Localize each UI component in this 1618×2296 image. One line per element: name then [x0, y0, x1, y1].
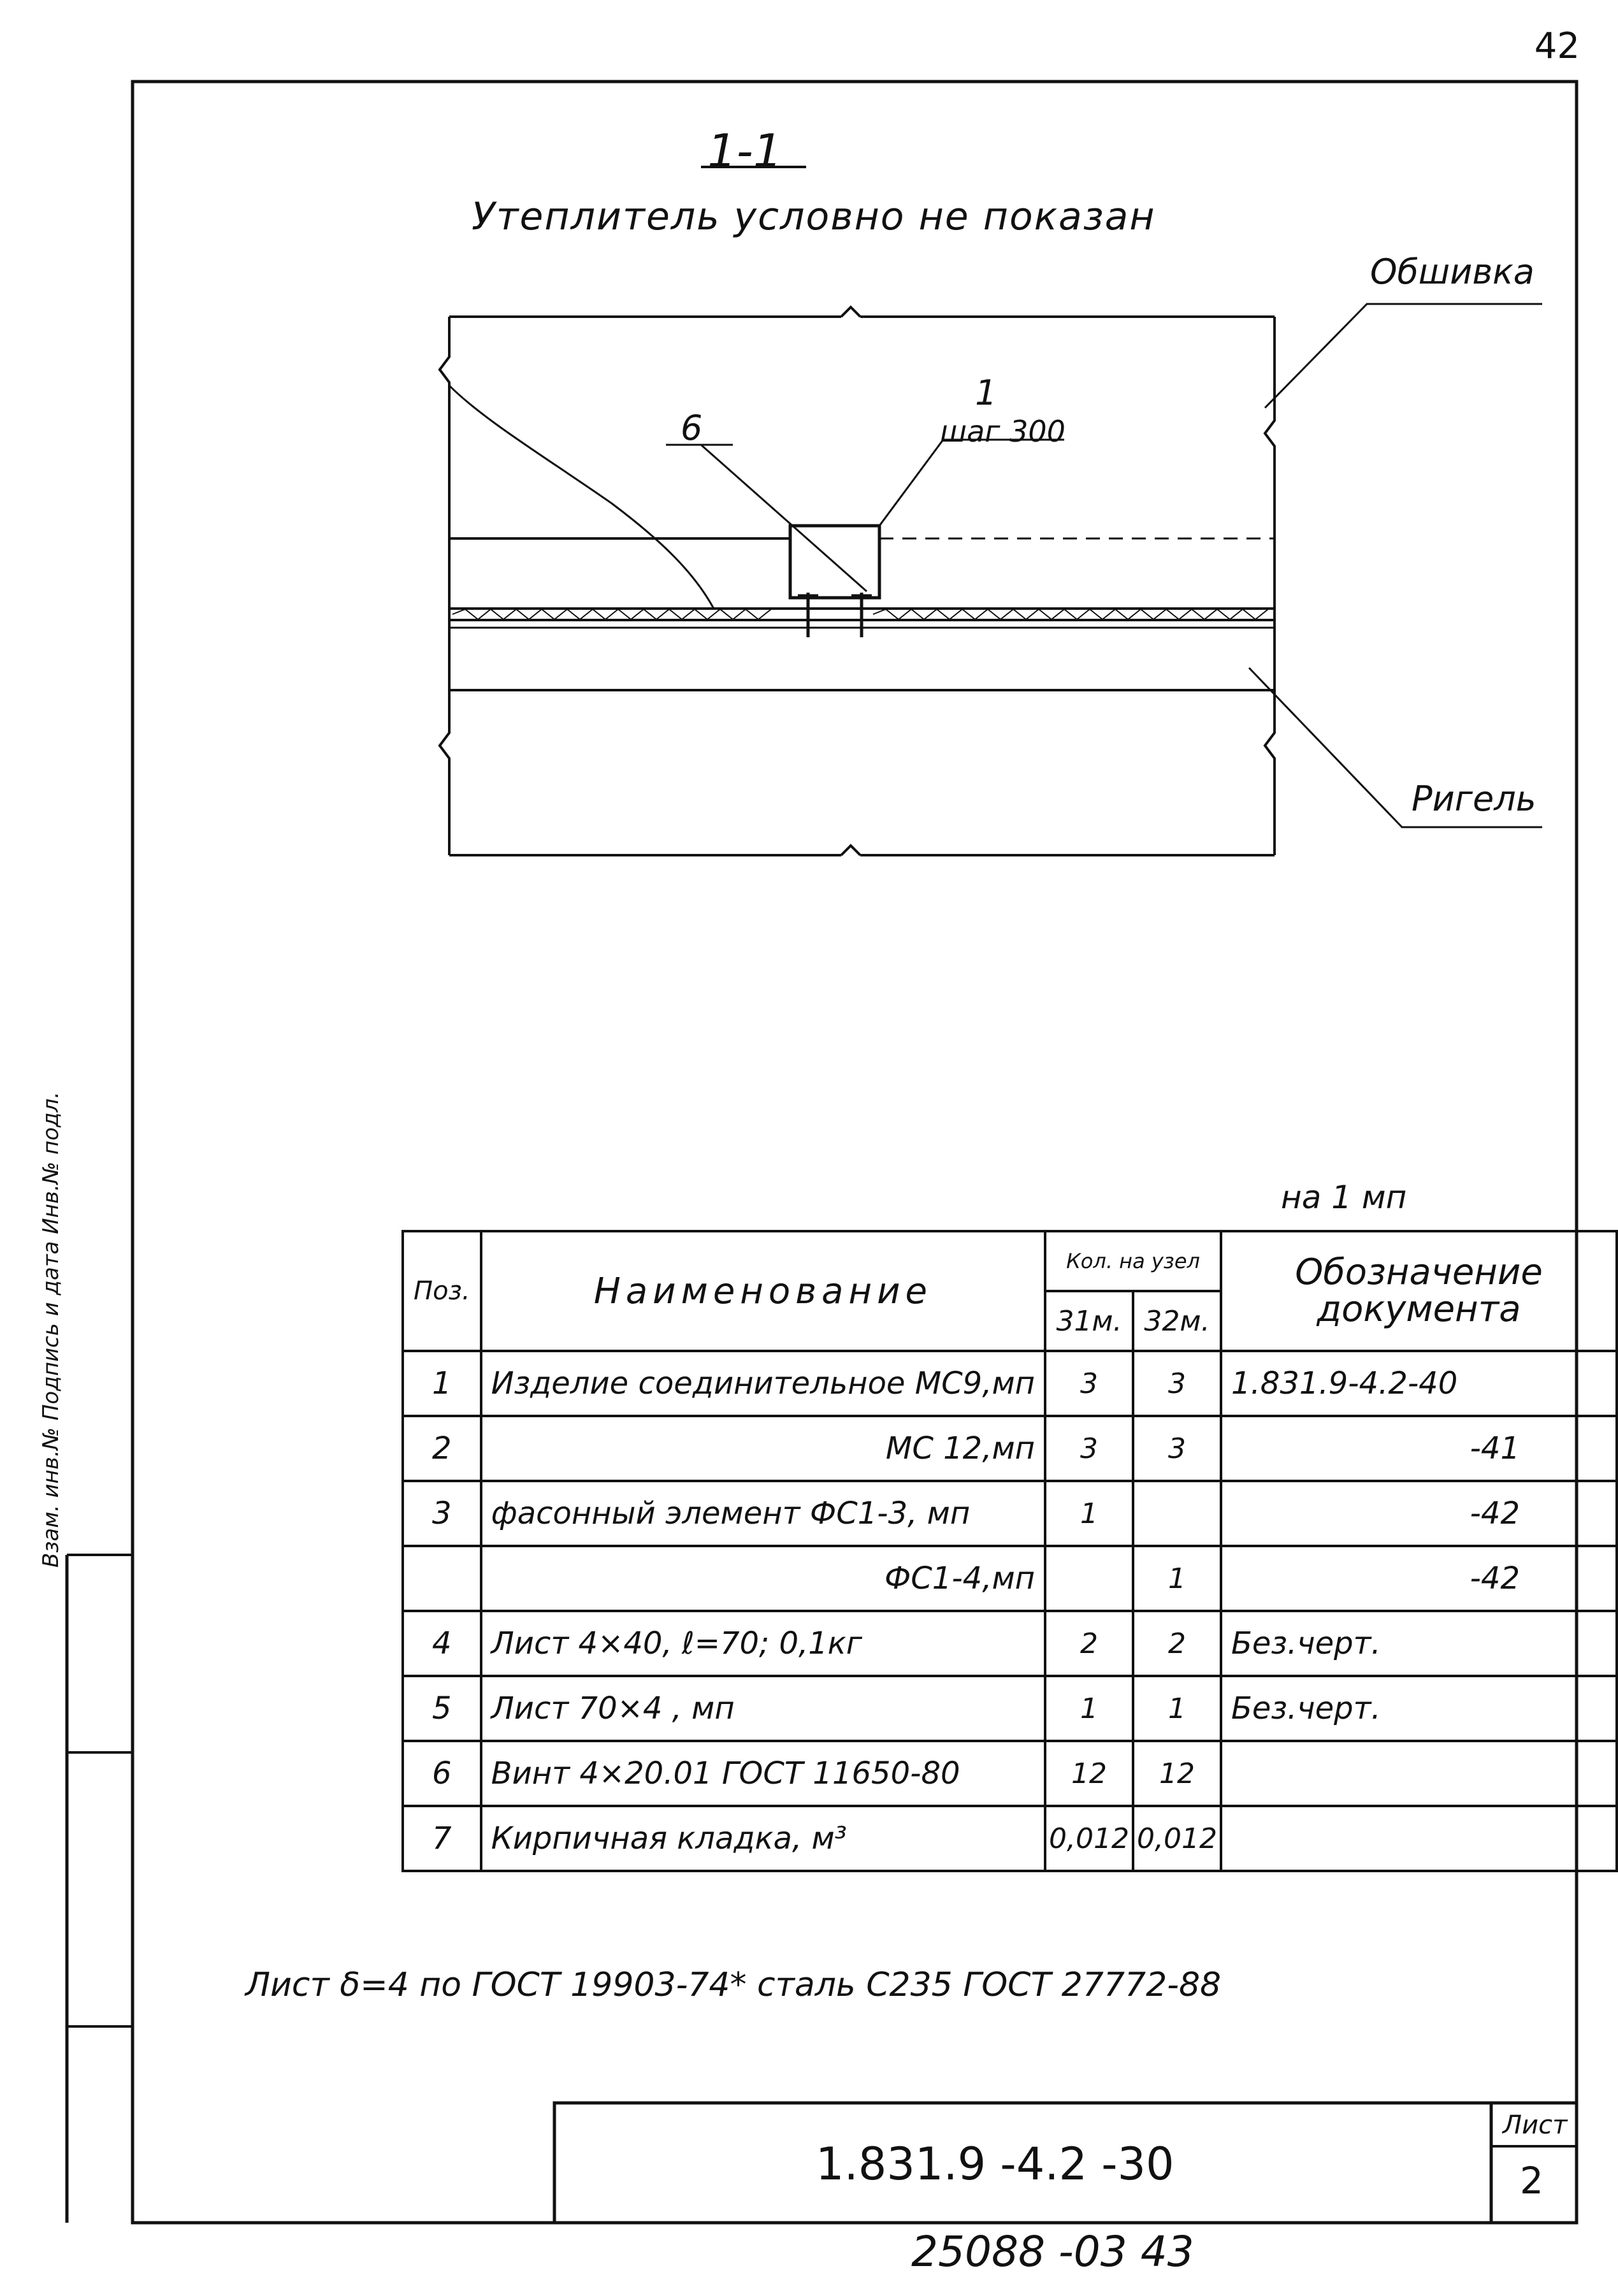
row-q31: 12: [1044, 1740, 1135, 1807]
right-edge-upper: [1263, 317, 1276, 538]
bottom-break-mark: [840, 844, 862, 856]
row-doc: [1219, 1740, 1618, 1807]
section-subtitle: Утеплитель условно не показан: [472, 194, 1156, 239]
row-q31: [1044, 1545, 1135, 1612]
section-drawing: [438, 303, 1542, 856]
row-pos: 4: [401, 1610, 482, 1677]
table-row: 4 Лист 4×40, ℓ=70; 0,1кг 2 2 Без.черт.: [401, 1610, 1618, 1677]
sheathing-hatch-left: [452, 608, 772, 621]
connector-element: [788, 524, 881, 600]
insulation-cut-line: [448, 384, 715, 609]
row-pos: 7: [401, 1805, 482, 1872]
row-q32: 3: [1132, 1350, 1222, 1417]
row-name: ФС1-4,мп: [479, 1545, 1047, 1612]
row-name: МС 12,мп: [479, 1415, 1047, 1482]
table-row: 6 Винт 4×20.01 ГОСТ 11650-80 12 12: [401, 1740, 1618, 1807]
callout-beam: Ригель: [1412, 779, 1536, 819]
row-doc: [1219, 1805, 1618, 1872]
row-name: Лист 4×40, ℓ=70; 0,1кг: [479, 1610, 1047, 1677]
row-q31: 3: [1044, 1415, 1135, 1482]
callout-pos6: 6: [681, 408, 703, 448]
stamp-sheet-number: 2: [1520, 2159, 1543, 2202]
row-pos: 1: [401, 1350, 482, 1417]
leader-pos1: [878, 438, 1064, 526]
callout-sheathing: Обшивка: [1370, 252, 1535, 292]
row-name: Лист 70×4 , мп: [479, 1675, 1047, 1742]
row-q32: 2: [1132, 1610, 1222, 1677]
stamp-document-code: 1.831.9 -4.2 -30: [816, 2138, 1174, 2190]
table-unit-note: на 1 мп: [1281, 1179, 1407, 1216]
table-header-row: Поз. Наименование Кол. на узел Обозначен…: [401, 1230, 1618, 1352]
callout-pos1: 1: [975, 373, 997, 413]
row-q31: 0,012: [1044, 1805, 1135, 1872]
row-q32: 3: [1132, 1415, 1222, 1482]
header-name: Наименование: [479, 1230, 1047, 1352]
row-q31: 1: [1044, 1675, 1135, 1742]
table-row: 1 Изделие соединительное МС9,мп 3 3 1.83…: [401, 1350, 1618, 1417]
section-title: 1-1: [707, 124, 783, 178]
page-number: 42: [1534, 25, 1580, 67]
row-doc: Без.черт.: [1219, 1675, 1618, 1742]
row-doc: -42: [1219, 1545, 1618, 1612]
sheet-frame: [131, 80, 1578, 2225]
row-q32: 1: [1132, 1545, 1222, 1612]
row-doc: -42: [1219, 1480, 1618, 1547]
table-subheader-row: 31м. 32м.: [403, 1290, 1617, 1352]
stamp-sheet-label: Лист: [1503, 2111, 1568, 2140]
header-qty-31: 31м.: [1044, 1290, 1135, 1352]
leader-sheathing: [1264, 303, 1542, 409]
table-row: 5 Лист 70×4 , мп 1 1 Без.черт.: [401, 1675, 1618, 1742]
row-doc: Без.черт.: [1219, 1610, 1618, 1677]
bottom-archive-code: 25088 -03 43: [911, 2227, 1194, 2276]
row-pos: [401, 1545, 482, 1612]
row-pos: 2: [401, 1415, 482, 1482]
row-doc: 1.831.9-4.2-40: [1219, 1350, 1618, 1417]
top-break-mark: [840, 305, 862, 318]
row-name: Винт 4×20.01 ГОСТ 11650-80: [479, 1740, 1047, 1807]
callout-pos1-step: шаг 300: [940, 414, 1065, 449]
row-pos: 6: [401, 1740, 482, 1807]
side-stamp-text: Взам. инв.№ Подпись и дата Инв.№ подл.: [38, 1091, 64, 1568]
row-q31: 2: [1044, 1610, 1135, 1677]
row-name: Изделие соединительное МС9,мп: [479, 1350, 1047, 1417]
header-pos: Поз.: [401, 1230, 482, 1352]
left-edge-upper: [438, 317, 451, 538]
row-name: Кирпичная кладка, м³: [479, 1805, 1047, 1872]
stamp-box: [553, 2101, 1578, 2225]
table-row: ФС1-4,мп 1 -42: [401, 1545, 1618, 1612]
header-qty-32: 32м.: [1132, 1290, 1222, 1352]
material-note: Лист δ=4 по ГОСТ 19903-74* сталь С235 ГО…: [245, 1966, 1222, 2004]
header-qty-group: Кол. на узел: [1044, 1230, 1222, 1292]
row-q32: 0,012: [1132, 1805, 1222, 1872]
sheathing-hatch-right: [872, 608, 1269, 621]
row-name: фасонный элемент ФС1-3, мп: [479, 1480, 1047, 1547]
table-row: 3 фасонный элемент ФС1-3, мп 1 -42: [401, 1480, 1618, 1547]
left-edge-lower: [438, 538, 451, 855]
table-row: 2 МС 12,мп 3 3 -41: [401, 1415, 1618, 1482]
row-q32: 1: [1132, 1675, 1222, 1742]
leader-pos6: [700, 444, 867, 593]
leader-beam: [1248, 667, 1542, 828]
row-pos: 5: [401, 1675, 482, 1742]
row-q31: 1: [1044, 1480, 1135, 1547]
header-doc: Обозначение документа: [1219, 1230, 1618, 1352]
specification-table: Поз. Наименование Кол. на узел Обозначен…: [401, 1230, 1618, 1872]
table-row: 7 Кирпичная кладка, м³ 0,012 0,012: [401, 1805, 1618, 1872]
row-q31: 3: [1044, 1350, 1135, 1417]
row-q32: [1132, 1480, 1222, 1547]
row-pos: 3: [401, 1480, 482, 1547]
row-doc: -41: [1219, 1415, 1618, 1482]
row-q32: 12: [1132, 1740, 1222, 1807]
right-edge-lower: [1263, 538, 1276, 855]
